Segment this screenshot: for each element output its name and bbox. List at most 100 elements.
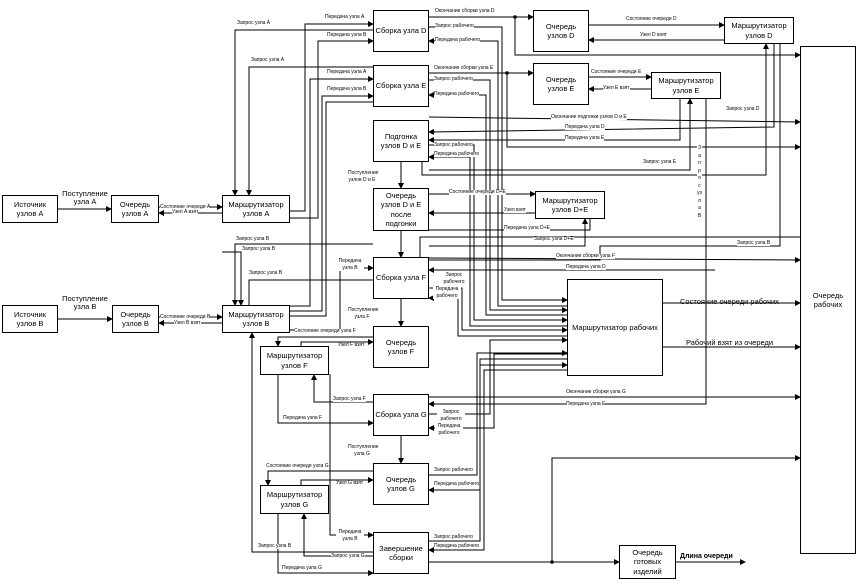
assembly-e-block[interactable]: Сборка узла E [373, 65, 429, 107]
connector-label-pass-de: Передача узла D+E [504, 225, 550, 231]
queue-b-block[interactable]: Очередь узлов B [112, 305, 159, 333]
connector-label-pass-w-e: Передача рабочего [434, 91, 480, 97]
connector-label-req-d: Запрос узла D [726, 106, 760, 112]
connector-arrow [429, 44, 781, 261]
connector-arrow [290, 21, 374, 212]
assembly-f-block[interactable]: Сборка узла F [373, 257, 429, 299]
source-a-block[interactable]: Источник узлов A [2, 195, 58, 223]
router-workers-block[interactable]: Маршрутизатор рабочих [567, 279, 663, 376]
connector-arrow [222, 251, 244, 306]
router-d-block[interactable]: Маршрутизатор узлов D [724, 17, 794, 44]
router-f-block[interactable]: Маршрутизатор узлов F [260, 346, 329, 375]
connector-label-taken-de: Узел взят [504, 207, 526, 213]
connector-label-req-w-qg: Запрос рабочего [434, 467, 473, 473]
connector-arrow [421, 43, 769, 176]
connector-label-end-d: Окончание сборки узла D [435, 8, 495, 14]
connector-label-req-f: Запрос узла F [333, 396, 366, 402]
connector-label-pass-w-fin: Передача рабочего [434, 543, 480, 549]
connector-arrow [290, 76, 374, 307]
queue-g-block[interactable]: Очередь узлов G [373, 463, 429, 505]
connector-label-arrival-de: Поступление узлов D и E [348, 170, 379, 183]
connector-label-pass-g: Передача узла G [282, 565, 322, 571]
connector-arrow [428, 44, 775, 135]
router-de-block[interactable]: Маршрутизатор узлов D+E [535, 191, 605, 219]
connector-label-arrival-a: Поступление узла A [62, 189, 108, 206]
connector-label-req-b1: Запрос узла B [236, 236, 270, 242]
connector-arrow [277, 375, 374, 426]
connector-label-taken-g: Узел G взят [336, 480, 364, 486]
connector-label-taken-f: Узел F взят [338, 342, 365, 348]
connector-label-req-w-g: Запрос рабочего [437, 409, 465, 422]
connector-label-arrival-g: Поступление узла G [348, 444, 379, 457]
assembly-g-block[interactable]: Сборка узла G [373, 394, 429, 436]
connector-label-pass-b-f: Передача узла B [336, 258, 364, 271]
router-b-block[interactable]: Маршрутизатор узлов B [222, 305, 290, 333]
connector-arrow [429, 362, 568, 542]
connector-arrow [428, 369, 567, 553]
router-e-block[interactable]: Маршрутизатор узлов E [651, 72, 721, 99]
router-g-block[interactable]: Маршрутизатор узлов G [260, 485, 329, 514]
connector-label-queue-length: Длина очереди [680, 553, 733, 560]
connector-label-pass-b-d: Передача узла B [327, 32, 367, 38]
connector-label-arrival-f: Поступление узла F [348, 307, 379, 320]
connector-label-req-vert: Запрос узла B [697, 145, 702, 220]
connector-arrow [300, 477, 374, 485]
connector-arrow [428, 154, 567, 327]
connector-arrow [419, 236, 800, 257]
connector-label-req-b2: Запрос узла B [242, 246, 276, 252]
connector-arrow [248, 279, 373, 305]
connector-arrow [398, 219, 591, 258]
connector-label-state-qe: Состояние очереди E [591, 69, 642, 75]
connector-label-pass-b-e: Передача узла B [327, 86, 367, 92]
source-b-block[interactable]: Источник узлов B [2, 305, 58, 333]
queue-de-block[interactable]: Очередь узлов D и E после подгонки [373, 188, 429, 231]
connector-arrow [246, 66, 373, 196]
connector-label-state-qf: Состояние очереди узла F [294, 328, 356, 334]
connector-label-pass-a-e: Передача узла A [327, 69, 367, 75]
connector-arrow [506, 73, 801, 150]
connector-label-req-w-fit: Запрос рабочего [434, 142, 473, 148]
connector-label-end-fit: Окончание подгонки узлов D и E [551, 114, 627, 120]
queue-e-block[interactable]: Очередь узлов E [533, 63, 589, 105]
connector-arrow [277, 514, 374, 576]
workers-queue-block[interactable]: Очередь рабочих [800, 46, 856, 554]
connector-arrow [514, 17, 801, 58]
router-a-block[interactable]: Маршрутизатор узлов A [222, 195, 290, 223]
connector-arrow [275, 336, 373, 347]
connector-arrow [265, 470, 373, 486]
connector-label-req-w-fin: Запрос рабочего [434, 534, 473, 540]
connector-label-pass-f: Передача узла F [283, 415, 323, 421]
connector-label-end-f: Окончание сборки узла F [556, 253, 615, 259]
connector-arrow [428, 80, 707, 407]
connector-arrow [428, 99, 681, 143]
queue-f-block[interactable]: Очередь узлов F [373, 326, 429, 368]
connector-label-pass-e: Передача узла E [565, 135, 605, 141]
connector-label-req-w-f: Запрос рабочего [440, 272, 468, 285]
connector-arrow [428, 256, 801, 263]
connector-arrow [290, 265, 374, 331]
ready-queue-block[interactable]: Очередь готовых изделий [619, 545, 676, 579]
connector-label-state-workers: Состояние очереди рабочих [680, 297, 779, 306]
connector-arrow [429, 337, 568, 415]
connector-label-taken-e: Узел E взят [603, 85, 630, 91]
connector-label-state-qde: Состояние очереди D+E [449, 189, 506, 195]
connector-arrow [290, 93, 374, 312]
fit-de-block[interactable]: Подгонка узлов D и E [373, 120, 429, 162]
connector-arrow [311, 374, 373, 403]
connector-label-req-w-e: Запрос рабочего [434, 76, 473, 82]
connector-label-req-b3: Запрос узла B [249, 270, 283, 276]
connector-label-state-qd: Состояние очереди D [626, 16, 677, 22]
connector-label-taken-d: Узел D взят [640, 32, 667, 38]
connector-arrow [290, 38, 374, 219]
finish-assembly-block[interactable]: Завершение сборки [373, 532, 429, 574]
assembly-d-block[interactable]: Сборка узла D [373, 10, 429, 52]
connector-label-req-a2: Запрос узла A [251, 57, 285, 63]
connector-arrow [300, 339, 374, 346]
queue-a-block[interactable]: Очередь узлов A [111, 195, 159, 223]
queue-d-block[interactable]: Очередь узлов D [533, 10, 589, 52]
connector-label-arrival-b: Поступление узла B [62, 294, 108, 311]
connector-label-pass-w-f: Передача рабочего [433, 286, 461, 299]
connector-label-end-e: Окончание сборки узла E [434, 65, 494, 71]
connector-label-state-qg: Состояние очереди узла G [266, 463, 329, 469]
